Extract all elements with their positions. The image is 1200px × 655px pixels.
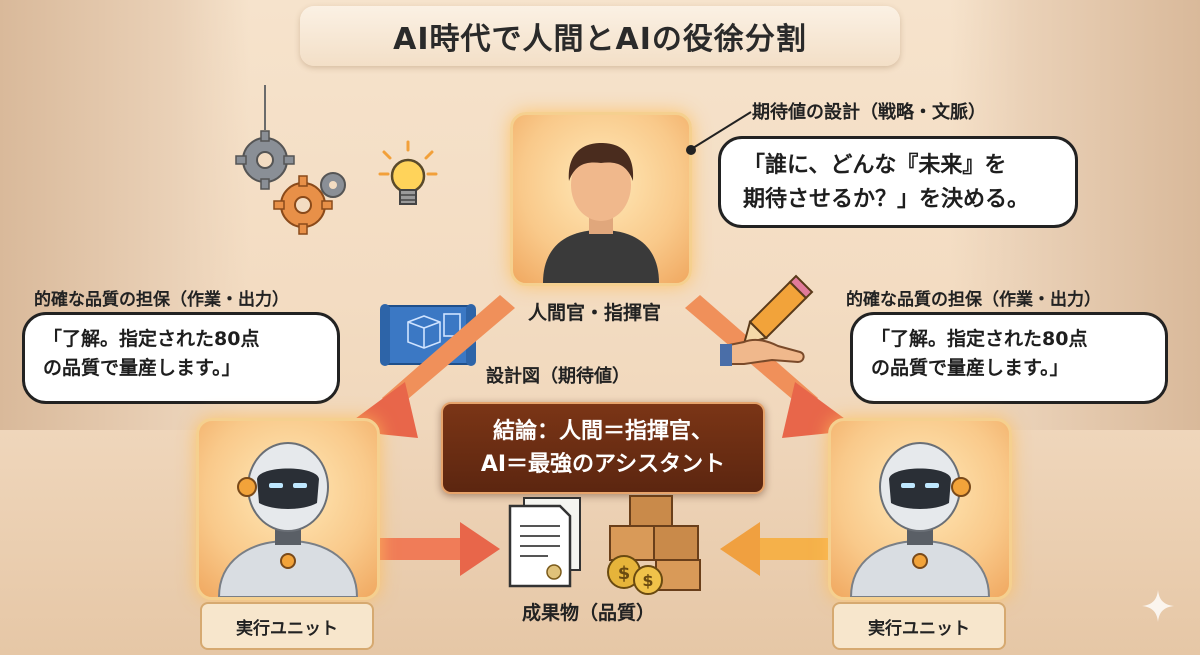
document-icon [508,497,581,588]
conclusion-box: 結論：人間＝指揮官、 AI＝最強のアシスタント [441,402,765,494]
left-robot-portrait [196,418,380,600]
right-speech-line1: 「了解。指定された80点 [871,328,1088,350]
pencil-icon [742,274,814,346]
output-label: 成果物（品質） [522,602,656,624]
hand-icon [720,338,805,366]
human-speech-bubble: 「誰に、どんな『未来』を 期待させるか？」を決める。 [718,136,1078,228]
right-speech-line2: の品質で量産します。」 [871,357,1069,380]
pointer-line [686,111,752,155]
sparkle-icon [1142,590,1174,622]
arrow-right-unit-to-output [720,522,830,576]
right-unit-name: 実行ユニット [832,602,1006,650]
left-speech-line2: の品質で量産します。」 [43,357,241,380]
right-unit-heading: 的確な品質の担保（作業・出力） [846,290,1101,310]
page-title: AI時代で人間とAIの役徐分割 [300,6,900,66]
left-unit-heading: 的確な品質の担保（作業・出力） [34,290,289,310]
pencil-hand-illustration [720,274,814,366]
human-speech-line2: 期待させるか？」を決める。 [743,187,1030,213]
arrow-left-unit-to-output [380,522,500,576]
human-speech-line1: 「誰に、どんな『未来』を [743,153,1007,178]
conclusion-line2: AI＝最強のアシスタント [480,452,726,477]
right-robot-portrait [828,418,1012,600]
right-speech-bubble: 「了解。指定された80点 の品質で量産します。」 [850,312,1168,404]
coin-icon: $ [607,555,641,589]
gear-icon [235,130,295,190]
left-speech-bubble: 「了解。指定された80点 の品質で量産します。」 [22,312,340,404]
robot-icon [217,442,359,598]
blueprint-label: 設計図（期待値） [486,366,630,387]
lightbulb-icon [378,140,438,205]
gears-illustration [235,85,346,235]
human-portrait [510,112,692,286]
coin-icon: $ [633,565,663,595]
left-speech-line1: 「了解。指定された80点 [43,328,260,350]
boxes-icon: $ $ [607,495,701,595]
human-name-label: 人間官・指揮官 [528,302,662,324]
gear-icon [320,172,346,198]
left-unit-name: 実行ユニット [200,602,374,650]
svg-text:$: $ [642,571,653,590]
person-icon [543,143,659,283]
human-role-heading: 期待値の設計（戦略・文脈） [752,102,986,123]
svg-text:$: $ [618,563,631,584]
conclusion-line1: 結論：人間＝指揮官、 [492,419,713,444]
robot-icon [849,442,991,598]
gear-icon [273,175,333,235]
